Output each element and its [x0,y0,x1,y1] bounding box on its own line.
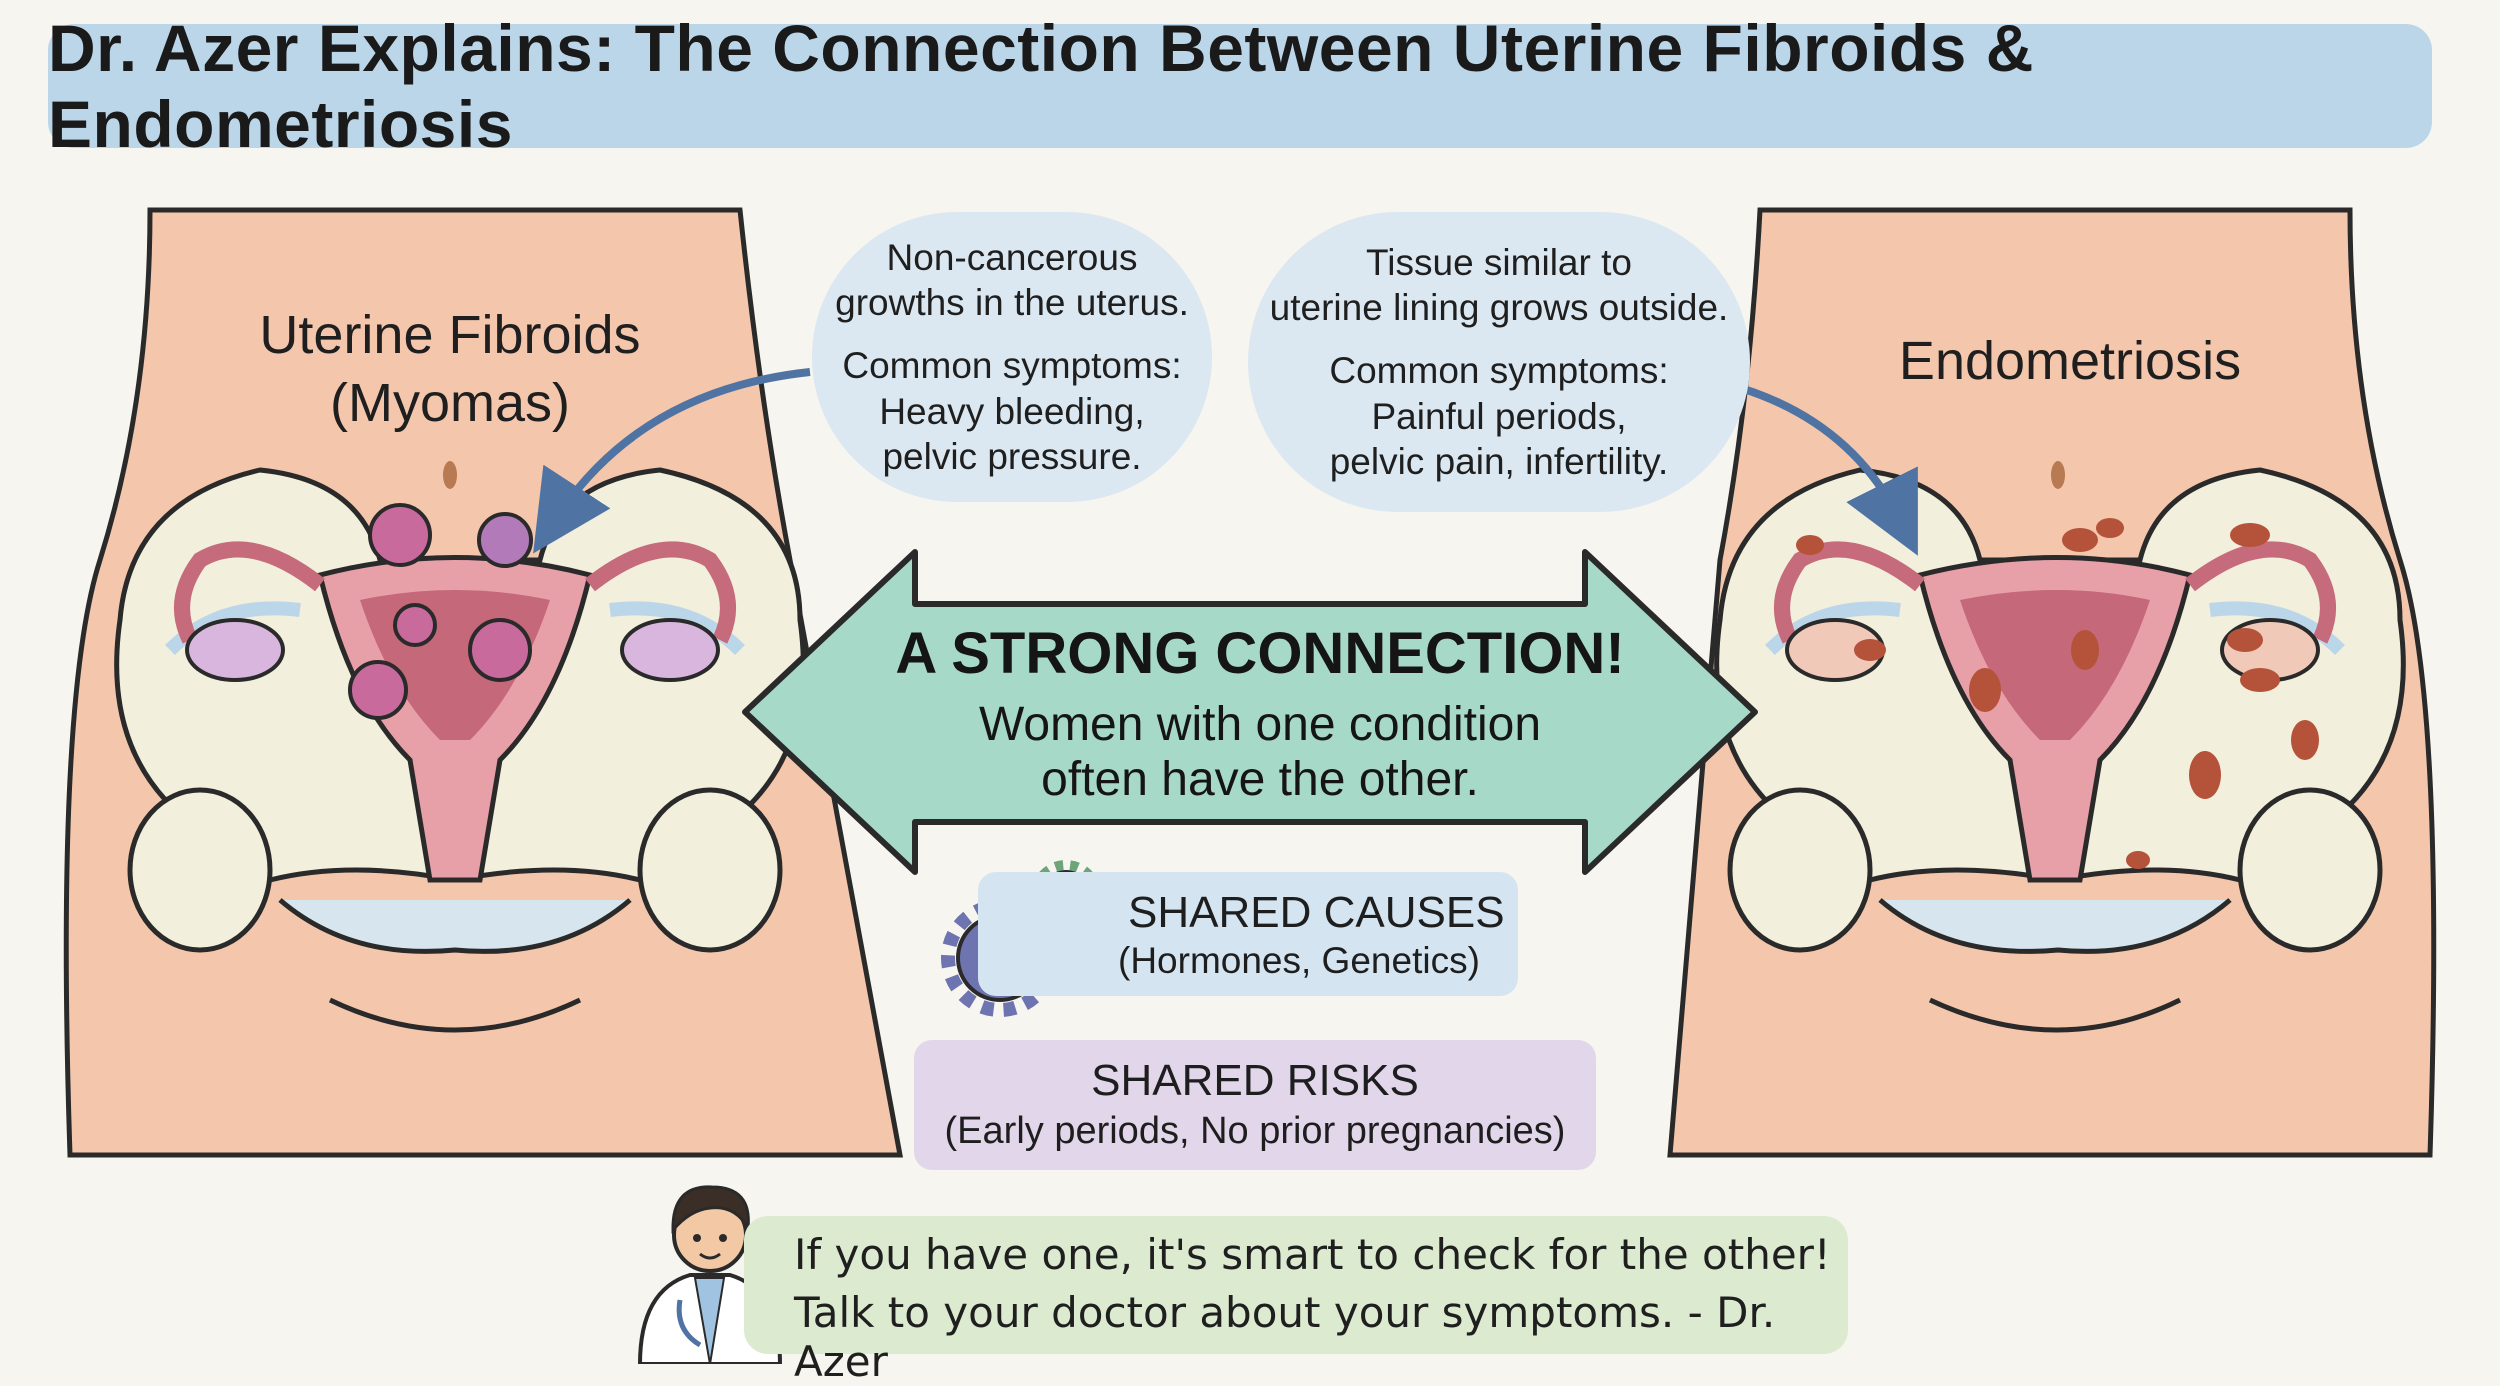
fibroid [468,618,532,682]
connection-text: A STRONG CONNECTION! Women with one cond… [820,620,1700,807]
endometrial-lesion [2126,851,2150,869]
endometrial-lesion [2189,751,2221,799]
endometrial-lesion [2227,628,2263,652]
shared-causes-box: SHARED CAUSES (Hormones, Genetics) [978,872,1518,996]
left-navel [443,461,457,489]
endometriosis-description-bubble: Tissue similar to uterine lining grows o… [1248,212,1750,512]
endo-desc-line1: Tissue similar to [1366,242,1632,284]
shared-risks-title: SHARED RISKS [1091,1056,1419,1105]
endometriosis-label: Endometriosis [1840,328,2300,396]
title-banner: Dr. Azer Explains: The Connection Betwee… [48,11,2432,161]
right-hip-socket-l [1727,787,1873,953]
left-ovary-l [185,618,285,682]
connection-double-arrow [742,549,1758,875]
fibroids-symptoms-line1: Heavy bleeding, [879,390,1145,432]
fibroid [368,503,432,567]
endometrial-lesion [2062,528,2098,552]
fibroids-label-sub: (Myomas) [330,372,570,433]
endometrial-lesion [2096,518,2124,538]
endometriosis-label-main: Endometriosis [1898,331,2242,391]
shared-risks-box: SHARED RISKS (Early periods, No prior pr… [914,1040,1596,1170]
left-ovary-r [620,618,720,682]
fibroid [348,660,408,720]
advice-line1: If you have one, it's smart to check for… [794,1230,1831,1279]
fibroids-desc-line1: Non-cancerous [886,237,1138,279]
shared-causes-title: SHARED CAUSES [1128,888,1505,937]
connection-heading: A STRONG CONNECTION! [895,621,1625,686]
fibroids-symptoms-line2: pelvic pressure. [882,435,1142,477]
fibroid [393,603,437,647]
left-hip-socket-r [637,787,783,953]
fibroids-label-main: Uterine Fibroids [259,305,641,365]
right-hip-socket-r [2237,787,2383,953]
endometrial-lesion [2230,523,2270,547]
shared-causes-subtitle: (Hormones, Genetics) [1118,940,1480,981]
endometrial-lesion [1969,668,2001,712]
left-hip-socket-l [127,787,273,953]
fibroids-callout-arrow [533,368,811,554]
page-title: Dr. Azer Explains: The Connection Betwee… [48,11,2034,161]
right-navel [2051,461,2065,489]
advice-box: If you have one, it's smart to check for… [744,1216,1848,1386]
endo-symptoms-line2: pelvic pain, infertility. [1329,440,1669,482]
connection-line1: Women with one condition [978,698,1542,751]
advice-line2: Talk to your doctor about your symptoms.… [794,1288,1776,1386]
connection-line2: often have the other. [1041,753,1479,807]
endometriosis-illustration [1667,207,2437,1158]
endometrial-lesion [1854,639,1886,661]
fibroids-desc-line2: growths in the uterus. [835,282,1189,324]
fibroids-label: Uterine Fibroids (Myomas) [220,302,680,437]
endometrial-lesion [1796,535,1824,555]
fibroid [477,512,533,568]
fibroids-description-bubble: Non-cancerous growths in the uterus. Com… [812,212,1212,502]
fibroids-symptoms-heading: Common symptoms: [842,345,1182,387]
endo-desc-line2: uterine lining grows outside. [1269,287,1729,329]
shared-risks-subtitle: (Early periods, No prior pregnancies) [944,1110,1566,1152]
endo-symptoms-heading: Common symptoms: [1329,350,1669,392]
endo-symptoms-line1: Painful periods, [1371,395,1627,437]
endometrial-lesion [2240,668,2280,692]
endometrial-lesion [2291,720,2319,760]
endometrial-lesion [2071,630,2099,670]
uterine-fibroids-illustration [63,207,904,1158]
